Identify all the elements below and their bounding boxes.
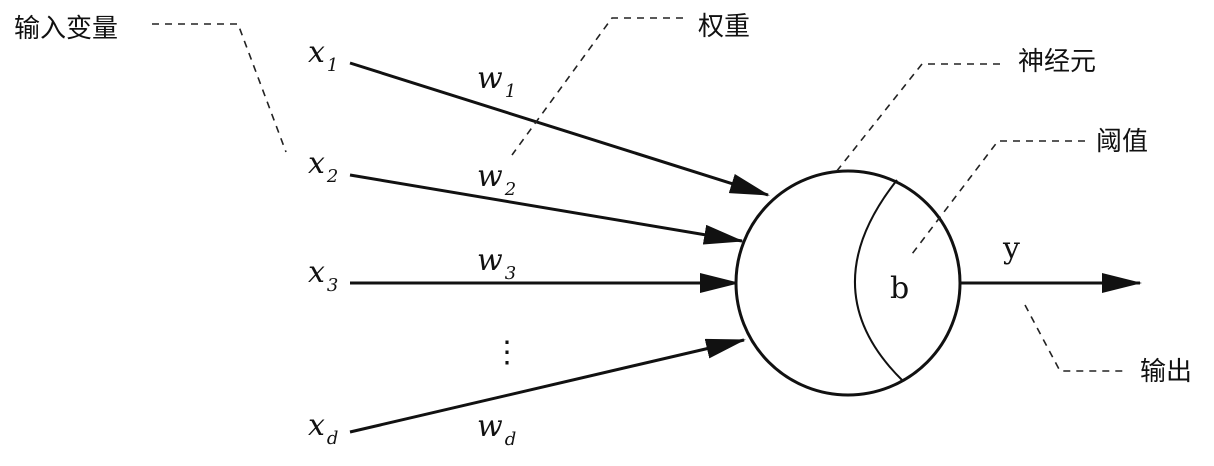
leader-neuron <box>835 63 1000 173</box>
threshold-divider <box>854 179 904 382</box>
ellipsis: ⋮ <box>492 335 522 370</box>
output-symbol: y <box>1002 231 1020 266</box>
leader-weight <box>511 17 683 156</box>
leader-threshold <box>911 140 1085 255</box>
neuron-circle <box>734 169 962 397</box>
label-neuron: 神经元 <box>1018 47 1096 77</box>
edge-x2 <box>349 173 744 245</box>
label-weight: 权重 <box>698 12 750 42</box>
label-input-variable: 输入变量 <box>14 14 118 44</box>
edge-x1 <box>349 61 770 197</box>
label-output: 输出 <box>1140 357 1192 387</box>
bias-symbol: b <box>890 271 909 306</box>
leader-output <box>1024 304 1128 372</box>
leader-input-variable <box>152 23 287 153</box>
edge-xd <box>349 338 746 434</box>
label-threshold: 阈值 <box>1096 127 1148 157</box>
